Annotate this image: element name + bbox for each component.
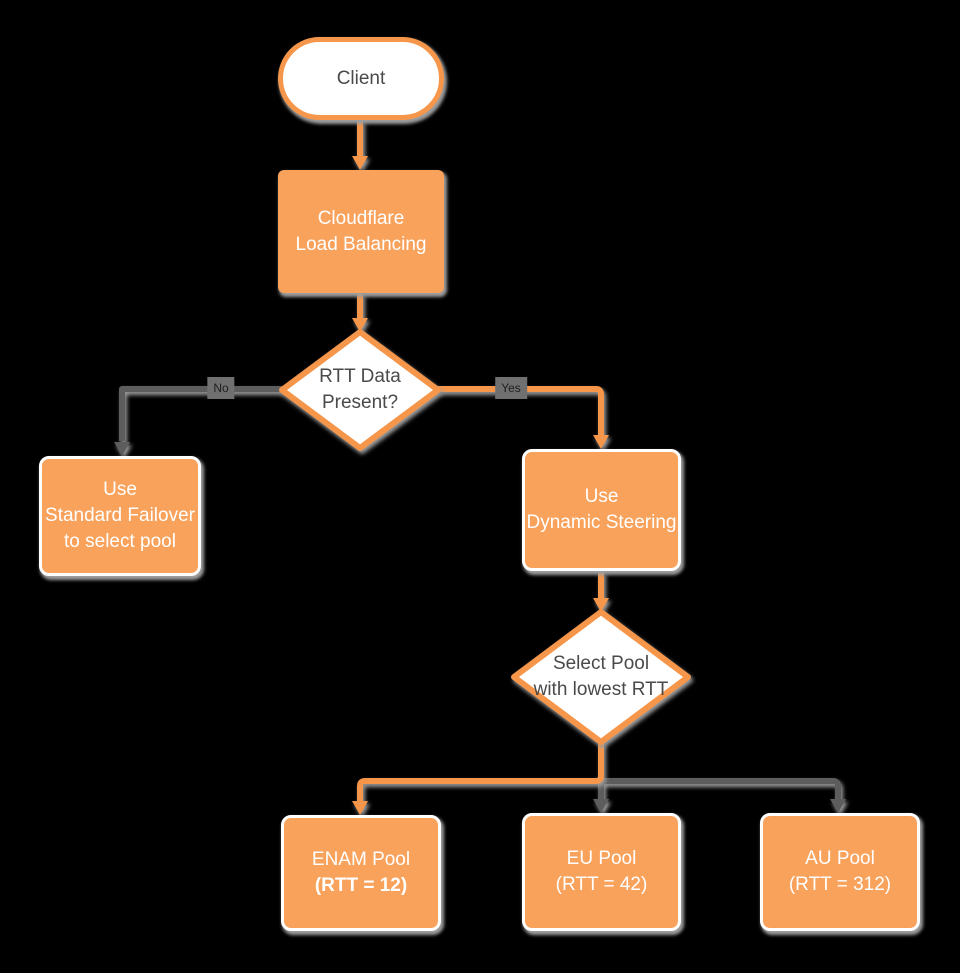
edge-rtt-no-to-standard-failover: [119, 386, 282, 441]
node-au-pool-line1: AU Pool: [805, 848, 875, 869]
node-load-balancer-line2: Load Balancing: [295, 233, 427, 255]
node-eu-pool: EU Pool (RTT = 42): [522, 813, 681, 931]
node-select-pool-line1: Select Pool: [552, 653, 650, 674]
arrowhead-rtt-decision: [352, 318, 368, 332]
edge-label-yes: Yes: [495, 377, 527, 399]
arrowhead-dynamic-steering: [593, 435, 609, 449]
node-rtt-decision-line2: Present?: [321, 392, 399, 413]
node-standard-failover-line3: to select pool: [64, 531, 176, 552]
node-enam-pool: ENAM Pool (RTT = 12): [281, 815, 441, 931]
node-client: Client: [278, 37, 444, 120]
edge-select-pool-to-au: [601, 778, 841, 799]
arrowhead-load-balancer: [352, 156, 368, 170]
node-load-balancer-line1: Cloudflare: [317, 207, 405, 229]
node-enam-pool-line2: (RTT = 12): [314, 875, 408, 896]
arrowhead-enam-pool: [352, 801, 368, 815]
arrowhead-standard-failover: [114, 442, 130, 456]
arrowhead-eu-pool: [593, 799, 609, 813]
node-au-pool-line2: (RTT = 312): [788, 874, 892, 895]
decision-select-pool-lowest-rtt: [511, 609, 691, 745]
node-rtt-decision-line1: RTT Data: [319, 366, 401, 387]
node-rtt-decision-text: RTT Data Present?: [285, 360, 435, 420]
node-standard-failover: Use Standard Failover to select pool: [39, 456, 201, 576]
edge-rtt-yes-to-dynamic-steering: [438, 386, 604, 435]
node-select-pool-text: Select Pool with lowest RTT: [506, 647, 696, 707]
node-standard-failover-line2: Standard Failover: [45, 505, 195, 526]
node-dynamic-steering: Use Dynamic Steering: [522, 449, 681, 571]
node-eu-pool-line2: (RTT = 42): [555, 874, 648, 895]
arrowhead-select-pool: [593, 598, 609, 612]
edge-select-pool-to-enam: [357, 742, 604, 801]
node-eu-pool-line1: EU Pool: [566, 848, 637, 869]
node-client-label: Client: [336, 67, 386, 89]
edge-label-no: No: [207, 377, 235, 399]
node-enam-pool-line1: ENAM Pool: [311, 849, 411, 870]
node-standard-failover-line1: Use: [103, 479, 137, 500]
node-load-balancer: Cloudflare Load Balancing: [278, 170, 444, 293]
decision-rtt-data-present: [279, 329, 441, 451]
arrowhead-au-pool: [830, 799, 846, 813]
node-au-pool: AU Pool (RTT = 312): [760, 813, 920, 931]
node-dynamic-steering-line1: Use: [584, 486, 619, 507]
node-select-pool-line2: with lowest RTT: [533, 679, 669, 700]
node-dynamic-steering-line2: Dynamic Steering: [526, 512, 677, 533]
